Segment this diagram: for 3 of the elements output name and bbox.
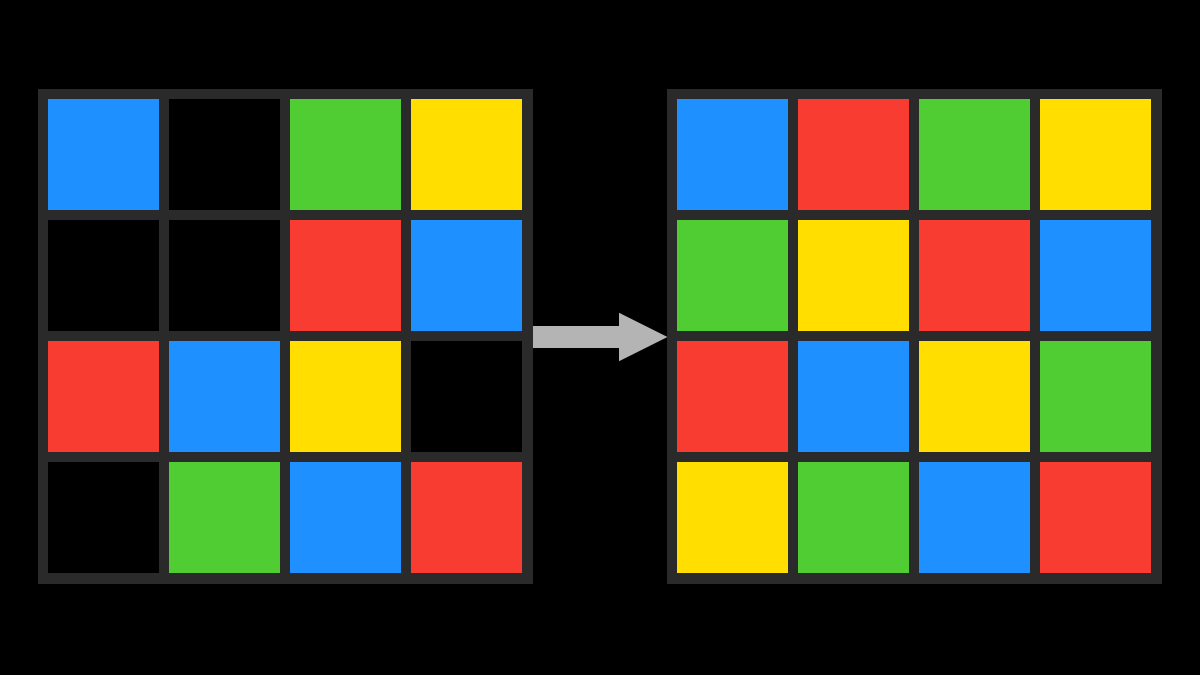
arrow (533, 312, 668, 362)
tile-grid-drawing (667, 89, 1162, 584)
tile-grid-drawing (38, 89, 533, 584)
